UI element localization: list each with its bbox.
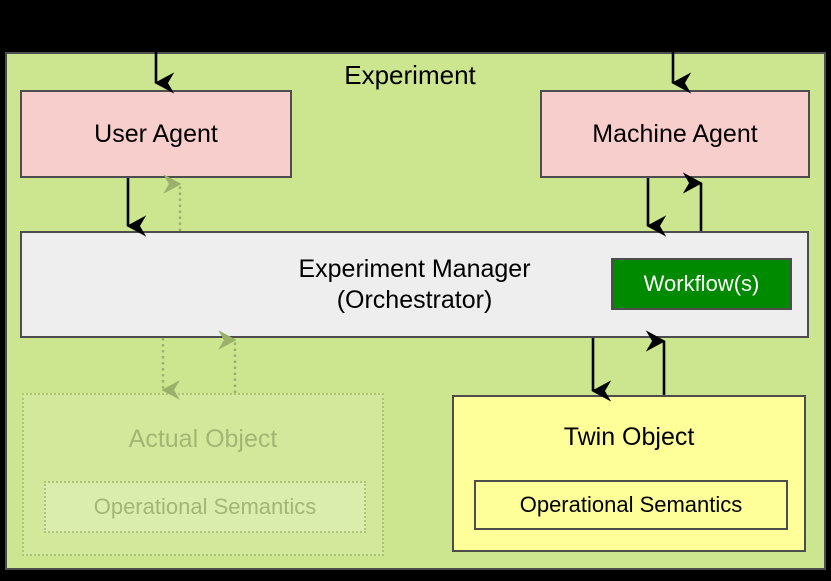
node-twin-object-label: Twin Object <box>563 423 695 451</box>
node-experiment-manager-label: Experiment Manager <box>298 255 531 283</box>
node-twin-object-operational-semantics: Operational Semantics <box>474 480 788 530</box>
node-machine-agent-label: Machine Agent <box>592 119 758 148</box>
node-experiment-manager-sublabel: (Orchestrator) <box>336 285 493 314</box>
node-workflows-label: Workflow(s) <box>643 271 760 296</box>
node-twin-object[interactable]: Twin Object Operational Semantics <box>452 395 806 552</box>
node-user-agent[interactable]: User Agent <box>20 90 292 178</box>
node-actual-object[interactable]: Actual Object Operational Semantics <box>22 393 384 556</box>
node-twin-object-operational-semantics-label: Operational Semantics <box>519 492 743 517</box>
node-user-agent-label: User Agent <box>94 119 218 148</box>
node-experiment-manager[interactable]: Experiment Manager (Orchestrator) <box>20 231 809 338</box>
node-actual-object-operational-semantics: Operational Semantics <box>44 481 366 533</box>
node-machine-agent[interactable]: Machine Agent <box>540 90 810 178</box>
experiment-title: Experiment <box>344 60 476 90</box>
node-actual-object-operational-semantics-label: Operational Semantics <box>93 494 317 519</box>
node-actual-object-label: Actual Object <box>128 425 278 453</box>
node-workflows[interactable]: Workflow(s) <box>611 258 792 310</box>
